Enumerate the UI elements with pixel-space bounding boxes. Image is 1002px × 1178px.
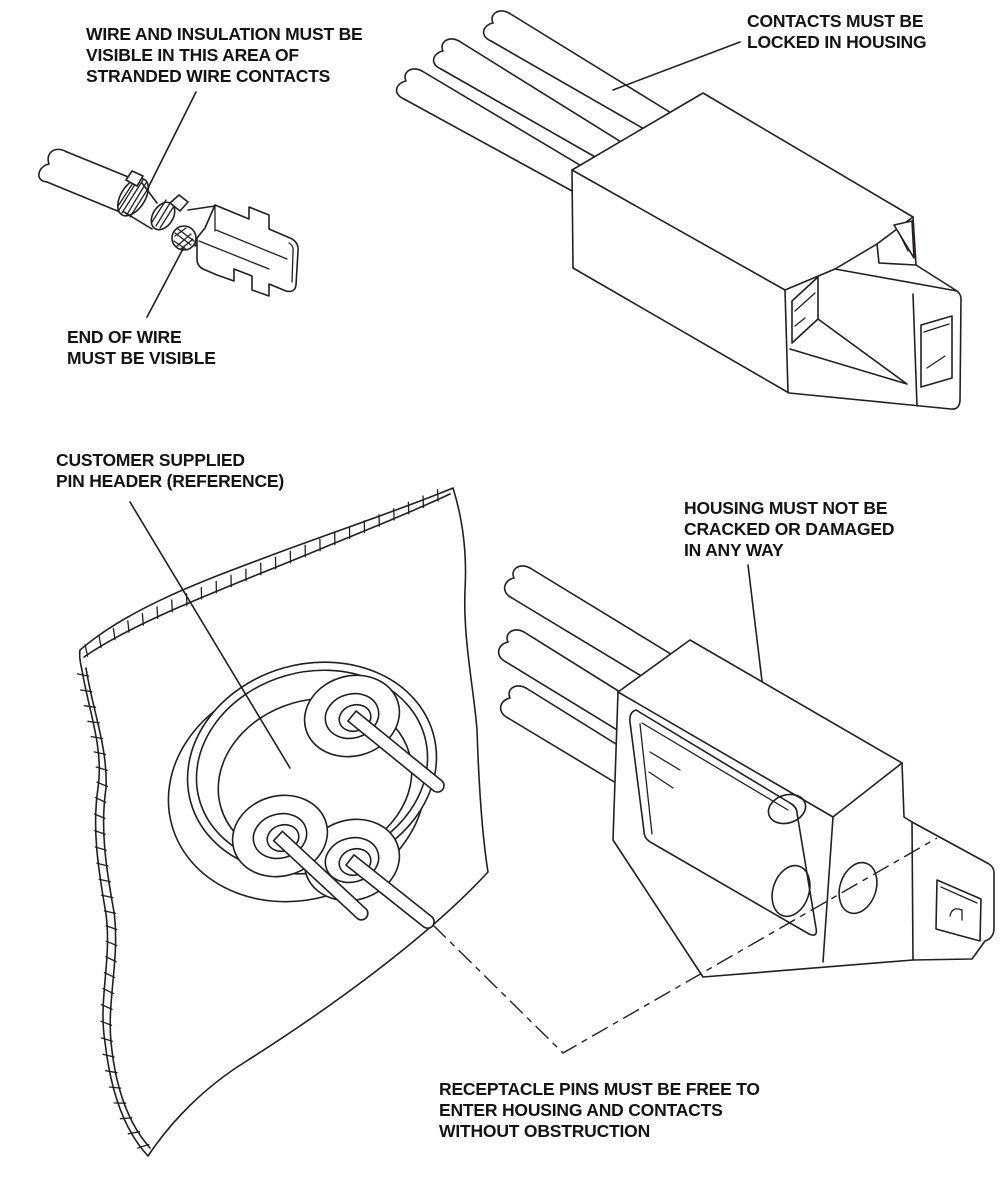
stranded-wire-contact-figure	[38, 91, 299, 318]
latch-opening	[893, 220, 915, 259]
leader-contacts-locked	[612, 41, 741, 91]
callout-wire-insulation: WIRE AND INSULATION MUST BE VISIBLE IN T…	[86, 24, 363, 86]
wires	[497, 565, 698, 793]
callout-receptacle-pins: RECEPTACLE PINS MUST BE FREE TO ENTER HO…	[439, 1079, 760, 1141]
housing-silhouette	[612, 639, 995, 978]
front-opening	[935, 879, 982, 942]
leader-housing	[747, 564, 763, 682]
leader-wire-insulation	[147, 91, 197, 189]
callout-end-of-wire: END OF WIRE MUST BE VISIBLE	[67, 327, 216, 368]
side-opening	[629, 709, 818, 936]
plug-housing-figure	[395, 10, 962, 410]
pin-header	[167, 661, 445, 929]
callout-contacts-locked: CONTACTS MUST BE LOCKED IN HOUSING	[747, 11, 927, 52]
leader-end-of-wire	[146, 246, 185, 318]
receptacle-housing-figure	[432, 564, 995, 1054]
panel-edge-hatching	[76, 488, 439, 1149]
mating-centerline	[432, 837, 938, 1054]
pin-hole-top	[767, 793, 807, 825]
crimp-tab	[125, 170, 144, 187]
housing-silhouette	[571, 92, 962, 410]
pin-hole-left	[771, 864, 811, 918]
header-pin-left	[272, 830, 369, 921]
wire-break-scallop	[38, 148, 68, 183]
leader-pin-header	[129, 501, 291, 769]
pin-header-panel-figure	[76, 487, 489, 1157]
cavity-opening-right	[920, 315, 953, 388]
terminal-body	[196, 204, 299, 297]
callout-housing-cracked: HOUSING MUST NOT BE CRACKED OR DAMAGED I…	[684, 498, 895, 560]
wires	[395, 10, 690, 204]
crimp-ear	[169, 194, 189, 212]
header-pin-right	[345, 854, 435, 929]
housing-wedge	[789, 318, 908, 385]
pin-hole-right	[838, 861, 878, 915]
header-pin-top	[347, 710, 445, 793]
callout-pin-header: CUSTOMER SUPPLIED PIN HEADER (REFERENCE)	[56, 450, 284, 491]
